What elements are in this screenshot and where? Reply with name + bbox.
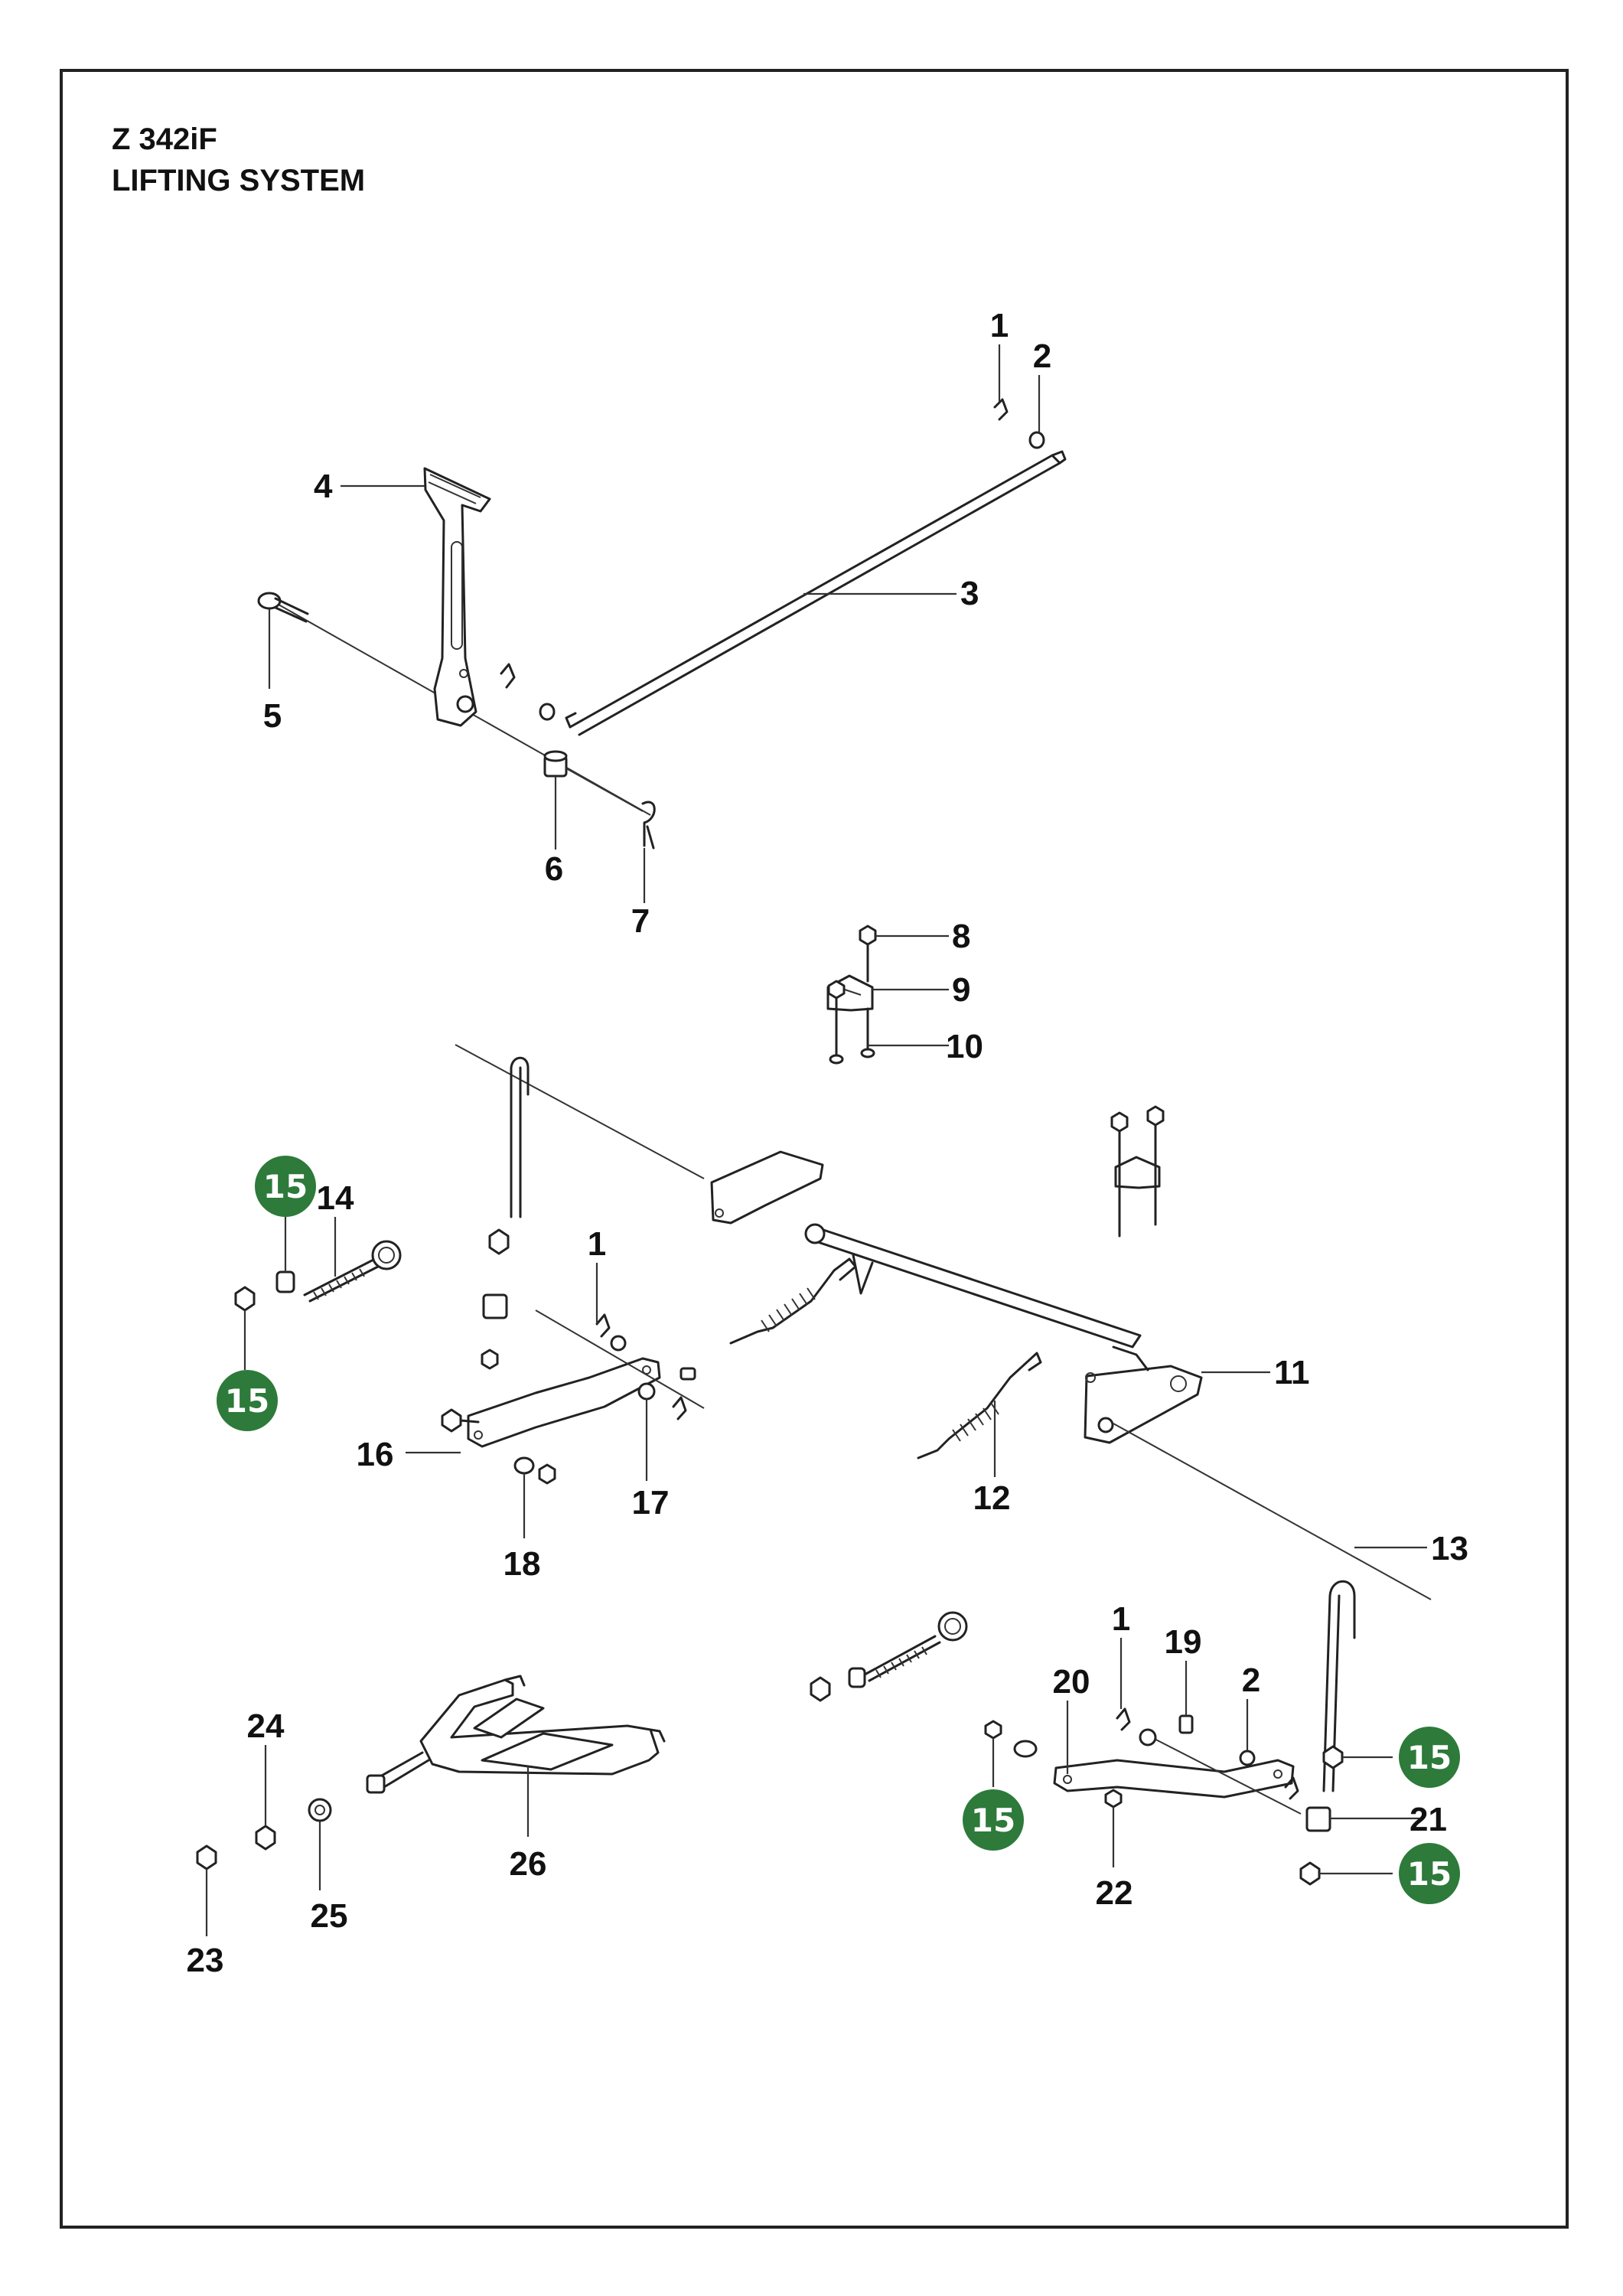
- svg-text:15: 15: [225, 1382, 269, 1420]
- callout-5: 5: [263, 697, 282, 735]
- diagram-frame: [60, 69, 1569, 2229]
- callout-16: 16: [357, 1436, 394, 1473]
- badge-15-c[interactable]: 15: [1399, 1727, 1460, 1788]
- callout-25: 25: [311, 1897, 348, 1935]
- svg-text:15: 15: [971, 1802, 1015, 1839]
- svg-text:15: 15: [263, 1168, 308, 1205]
- callout-17: 17: [632, 1484, 670, 1521]
- badge-15-e[interactable]: 15: [1399, 1843, 1460, 1904]
- callout-2-b: 2: [1242, 1662, 1260, 1699]
- badge-15-d[interactable]: 15: [963, 1789, 1024, 1851]
- callout-6: 6: [545, 850, 563, 888]
- foot-rest-assembly: [196, 1675, 666, 1870]
- callout-18: 18: [504, 1545, 541, 1583]
- callout-1-c: 1: [1112, 1600, 1130, 1638]
- callout-9: 9: [952, 971, 970, 1009]
- right-linkage: [984, 1580, 1356, 1886]
- callout-22: 22: [1096, 1874, 1133, 1912]
- callout-1-a: 1: [990, 307, 1009, 344]
- model-title: Z 342iF: [112, 122, 217, 156]
- leader-lines: [205, 344, 1427, 1936]
- callout-1-b: 1: [588, 1225, 606, 1263]
- svg-text:15: 15: [1407, 1739, 1452, 1776]
- lower-eyebolt: [810, 1611, 968, 1702]
- left-linkage: [234, 1056, 705, 1485]
- callout-3: 3: [960, 575, 979, 612]
- callout-labels: 1 2 3 4 5 6 7 8 9 10 14 1 11 12 16 17 18…: [187, 307, 1468, 1979]
- callout-12: 12: [973, 1479, 1011, 1517]
- callout-4: 4: [314, 468, 333, 505]
- callout-19: 19: [1165, 1623, 1202, 1661]
- bracket-group-upper: [826, 925, 877, 1065]
- callout-23: 23: [187, 1942, 224, 1979]
- callout-24: 24: [247, 1707, 285, 1745]
- callout-7: 7: [631, 902, 650, 940]
- callout-14: 14: [317, 1179, 354, 1217]
- callout-26: 26: [510, 1845, 547, 1883]
- callout-21: 21: [1410, 1801, 1447, 1838]
- callout-13: 13: [1431, 1530, 1468, 1567]
- upper-assembly: [257, 398, 1067, 850]
- callout-11: 11: [1274, 1354, 1310, 1391]
- lift-shaft-assembly: [455, 1044, 1432, 1600]
- badge-15-b[interactable]: 15: [217, 1370, 278, 1431]
- badge-15-a[interactable]: 15: [255, 1156, 316, 1217]
- callout-2-a: 2: [1033, 338, 1051, 375]
- system-title: LIFTING SYSTEM: [112, 164, 366, 197]
- callout-10: 10: [946, 1028, 983, 1065]
- callout-20: 20: [1053, 1663, 1090, 1701]
- svg-text:15: 15: [1407, 1855, 1452, 1893]
- callout-8: 8: [952, 918, 970, 955]
